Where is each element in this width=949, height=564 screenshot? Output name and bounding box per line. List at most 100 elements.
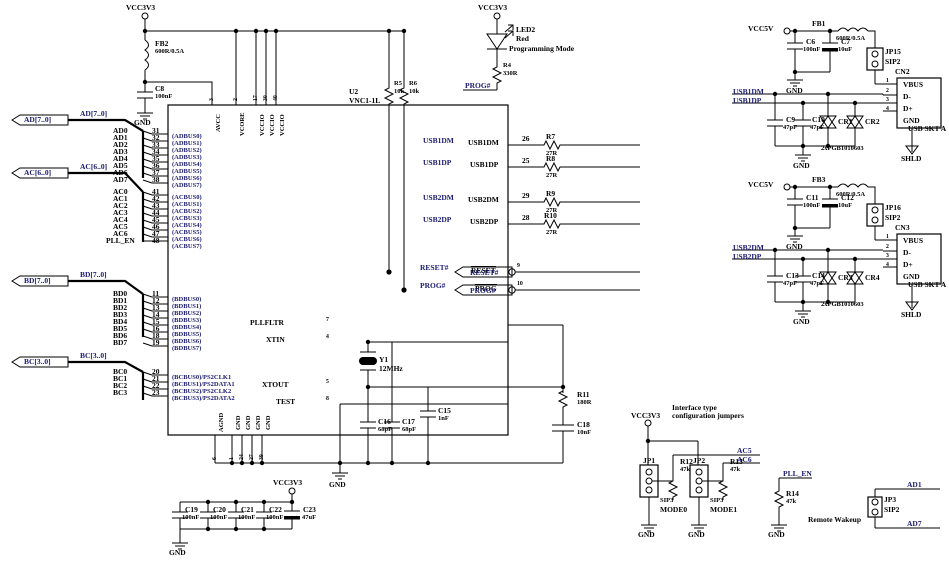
c18-value: 10nF: [577, 429, 592, 436]
y1-value: 12MHz: [379, 364, 403, 373]
c23-refdes: C23: [303, 505, 316, 514]
cn3-pin2-number: 2: [886, 244, 889, 250]
cn2-pin3-number: 3: [886, 97, 889, 103]
c20-refdes: C20: [213, 505, 226, 514]
r12-value: 47k: [680, 466, 691, 473]
bc3-signal: BC3: [113, 388, 128, 397]
jp16-refdes: JP16: [885, 203, 901, 212]
c7-refdes: C7: [841, 37, 851, 46]
pll-en-net-label: PLL_EN: [783, 469, 812, 478]
mode-jumpers-group: [639, 419, 760, 532]
r11-refdes: R11: [577, 390, 590, 399]
gnd-label-usb2-in: GND: [786, 242, 803, 251]
u2-pin-xtin-number: 4: [326, 334, 329, 340]
c16-refdes: C16: [378, 417, 391, 426]
u2-pin-gnd24-name: GND: [245, 415, 252, 430]
bus-port-bd[interactable]: BD[7..0]: [24, 276, 51, 285]
u2-pin-gnd24-number: 24: [239, 454, 245, 460]
ac5-pin: 46: [152, 222, 160, 231]
vcc5v-label-usb1: VCC5V: [748, 24, 774, 33]
bd2-signal: BD2: [113, 303, 128, 312]
cn3-refdes: CN3: [895, 223, 910, 232]
bc0-signal: BC0: [113, 367, 128, 376]
y1-refdes: Y1: [379, 355, 389, 364]
bd6-pin: 18: [152, 331, 160, 340]
gnd-label-usb1-out: GND: [793, 161, 810, 170]
c9-value: 47pF: [783, 124, 798, 131]
u2-pin-agnd-number: 6: [212, 457, 218, 460]
cn3-pin2-name: D-: [903, 248, 911, 257]
bd4-pin: 15: [152, 317, 160, 326]
cn2-pin1-number: 1: [886, 78, 889, 84]
ad7-net-label: AD7: [907, 519, 922, 528]
ac3-pin: 44: [152, 208, 160, 217]
ad5-alt: (ADBUS5): [172, 168, 202, 175]
ad3-alt: (ADBUS3): [172, 154, 202, 161]
ad7-signal: AD7: [113, 175, 128, 184]
bus-port-bc[interactable]: BC[3..0]: [24, 357, 51, 366]
vcc3v3-label-jumpers: VCC3V3: [631, 411, 661, 420]
u2-pin-test-number: 8: [326, 396, 329, 402]
gnd-label-jp2: GND: [688, 530, 705, 539]
pll-en-pin: 48: [152, 236, 160, 245]
jp1-refdes: JP1: [643, 456, 656, 465]
bc0-pin: 20: [152, 367, 160, 376]
ac4-signal: AC4: [113, 215, 128, 224]
ac2-signal: AC2: [113, 201, 128, 210]
remote-wakeup-group: [867, 488, 940, 529]
u2-refdes: U2: [349, 87, 359, 96]
decoupling-cap-bank: [172, 487, 300, 550]
bc2-signal: BC2: [113, 381, 128, 390]
r7-refdes: R7: [546, 132, 556, 141]
gnd-label-usb2-out: GND: [793, 317, 810, 326]
ad5-signal: AD5: [113, 161, 128, 170]
bd2-pin: 13: [152, 303, 160, 312]
bus-wire-label-ad: AD[7..0]: [80, 109, 108, 118]
u2-pin-avcc-name: AVCC: [215, 114, 222, 132]
ad1-net-label: AD1: [907, 480, 922, 489]
cn2-pin1-name: VBUS: [903, 80, 924, 89]
cn2-pin4-number: 4: [886, 106, 889, 112]
ac3-alt: (ACBUS3): [172, 215, 202, 222]
r5-refdes: R5: [394, 80, 402, 87]
ad3-pin: 34: [152, 147, 160, 156]
jp2-mode-label: MODE1: [710, 505, 738, 514]
u2-pin-xtin-name: XTIN: [266, 335, 285, 344]
u2-pin-usb1dp-number: 25: [522, 156, 530, 165]
ac1-signal: AC1: [113, 194, 128, 203]
c17-refdes: C17: [402, 417, 415, 426]
bc1-signal: BC1: [113, 374, 128, 383]
ac6-alt: (ACBUS6): [172, 236, 202, 243]
bus-port-ac[interactable]: AC[6..0]: [24, 168, 52, 177]
ac5-net-label: AC5: [737, 446, 752, 455]
led2-programming-mode-group: [463, 12, 514, 91]
bus-port-ad[interactable]: AD[7..0]: [24, 115, 52, 124]
bd0-pin: 11: [152, 289, 160, 298]
c21-refdes: C21: [241, 505, 254, 514]
cr4-refdes: CR4: [865, 273, 880, 282]
bd4-alt: (BDBUS4): [172, 324, 202, 331]
prog-port-label[interactable]: PROG#: [470, 286, 496, 295]
r8-refdes: R8: [546, 154, 556, 163]
jp1-mode-label: MODE0: [660, 505, 688, 514]
bc0-alt: (BCBUS0)/PS2CLK1: [172, 374, 232, 381]
shld-label-usb1: SHLD: [901, 154, 922, 163]
u2-pin-vccio30-name: VCCIO: [269, 114, 276, 136]
usb1dp-net-label-conn: USB1DP: [733, 96, 762, 105]
c21-value: 100nF: [238, 514, 256, 521]
u2-pin-pllfltr-number: 7: [326, 317, 329, 323]
ac1-alt: (ACBUS1): [172, 201, 202, 208]
bd0-signal: BD0: [113, 289, 128, 298]
left-bus-wiring: [11, 114, 168, 400]
u2-pin-gnd1-number: 1: [229, 457, 235, 460]
r9-value: 27R: [546, 207, 558, 214]
u2-pin-xtout-number: 5: [326, 379, 329, 385]
u2-pin-gnd39-number: 39: [259, 454, 265, 460]
r6-value: 10k: [409, 88, 420, 95]
gnd-label-decoupling: GND: [169, 548, 186, 557]
reset-port-label[interactable]: RESET#: [470, 268, 499, 277]
cr3-refdes: CR3: [838, 273, 853, 282]
u2-pin-vccio40-name: VCCIO: [279, 114, 286, 136]
u2-pin-reset-name: RESET: [471, 266, 496, 275]
c11-refdes: C11: [806, 193, 819, 202]
